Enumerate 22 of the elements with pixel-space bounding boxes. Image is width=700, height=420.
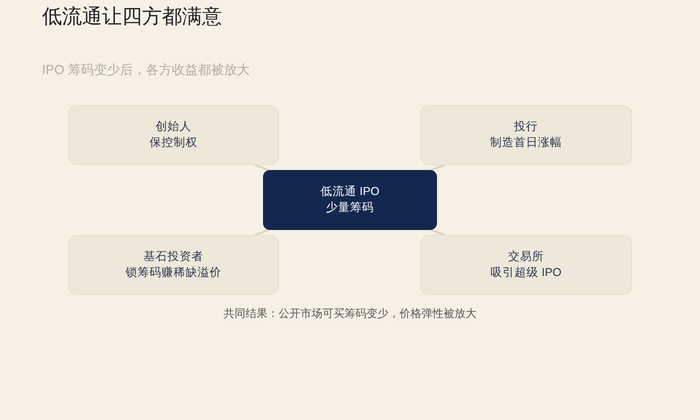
- subtitle: IPO 筹码变少后，各方收益都被放大: [42, 62, 250, 78]
- card-text: 保控制权: [150, 136, 198, 151]
- role-card: [420, 105, 632, 165]
- connector-line: [254, 229, 269, 236]
- card-heading: 基石投资者: [144, 250, 204, 265]
- card-text: 吸引超级 IPO: [490, 266, 562, 281]
- card-heading: 投行: [514, 120, 538, 135]
- role-card: [68, 235, 279, 295]
- card-heading: 创始人: [156, 120, 192, 135]
- card-text: 制造首日涨幅: [490, 136, 562, 151]
- card-heading: 交易所: [508, 249, 544, 265]
- role-card: [68, 105, 279, 165]
- connector-line: [254, 164, 269, 171]
- role-card: [420, 235, 632, 295]
- center-box: [263, 170, 437, 230]
- title: 低流通让四方都满意: [42, 5, 222, 29]
- connector-line: [430, 164, 446, 171]
- center-text: 少量筹码: [326, 200, 374, 216]
- caption-text: 共同结果：公开市场可买筹码变少，价格弹性被放大: [224, 307, 476, 321]
- center-heading: 低流通 IPO: [320, 184, 380, 200]
- connector-line: [430, 229, 446, 236]
- card-text: 锁筹码赚稀缺溢价: [126, 265, 222, 281]
